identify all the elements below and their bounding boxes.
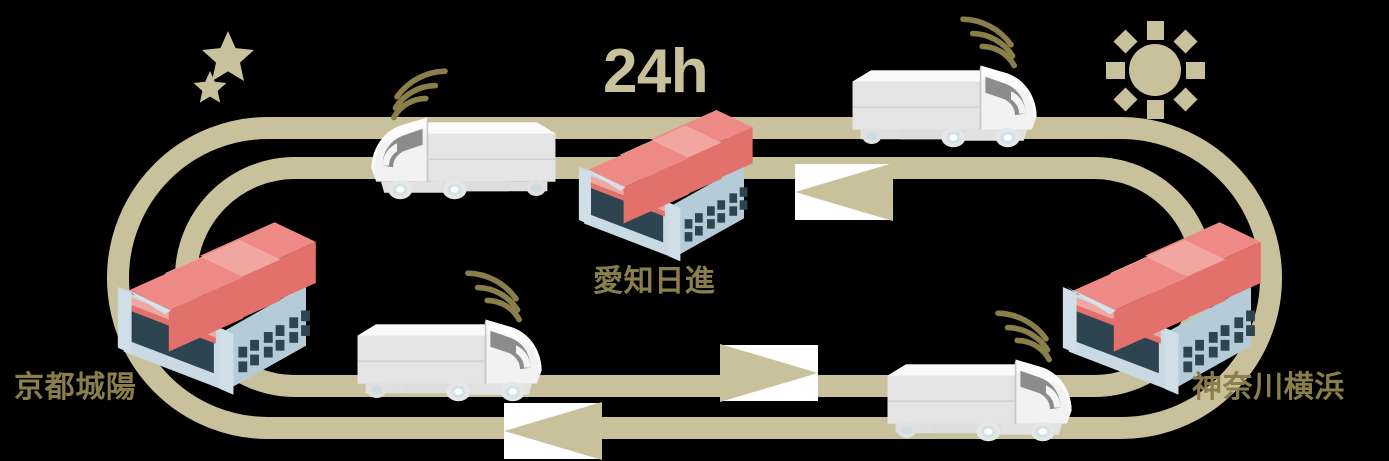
arrow-top-right-leftward [795, 163, 893, 221]
arrow-bottom-outer-leftward [504, 402, 602, 460]
sun-icon [1106, 21, 1205, 119]
headline-24h: 24h [603, 37, 709, 106]
hub-label-kyoto: 京都城陽 [14, 371, 137, 404]
signal-waves-icon [963, 19, 1014, 65]
signal-waves-icon [394, 71, 445, 117]
truck-bottom-left [356, 273, 543, 403]
truck-top-left [370, 71, 557, 200]
hub-label-aichi: 愛知日進 [593, 265, 716, 298]
crescent-moon-and-stars-icon [158, 30, 254, 110]
hub-label-kanagawa: 神奈川横浜 [1192, 371, 1345, 404]
truck-bottom-right [886, 313, 1073, 443]
arrow-bottom-inner-rightward [720, 344, 818, 402]
signal-waves-icon [998, 313, 1049, 359]
signal-waves-icon [468, 273, 519, 319]
truck-top-right [851, 19, 1038, 148]
